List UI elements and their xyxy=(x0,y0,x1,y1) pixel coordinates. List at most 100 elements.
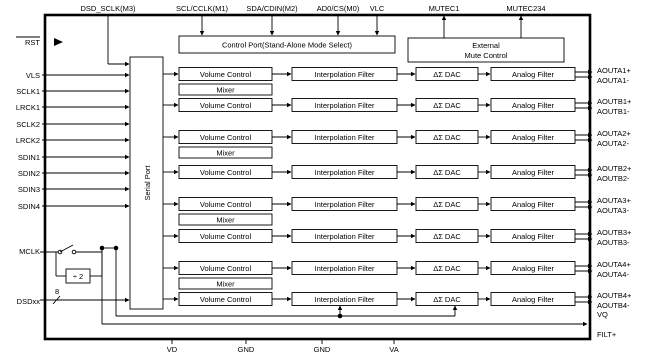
mixer-label: Mixer xyxy=(216,149,235,158)
mixer-block xyxy=(178,213,273,226)
channel-6: Volume Control Interpolation Filter ΔΣ DAC… xyxy=(163,228,632,247)
serial-port-label: Serial Port xyxy=(143,165,152,201)
control-port-label: Control Port(Stand-Alone Mode Select) xyxy=(222,41,353,50)
interpolation-filter-label: Interpolation Filter xyxy=(314,200,375,209)
pin-sclk1: SCLK1 xyxy=(16,87,40,96)
analog-filter-label: Analog Filter xyxy=(512,200,555,209)
mixer-label: Mixer xyxy=(216,280,235,289)
output-pin-plus: AOUTA2+ xyxy=(597,129,631,138)
pin-dsd-sclk: DSD_SCLK(M3) xyxy=(80,4,136,13)
volume-control-label: Volume Control xyxy=(200,133,252,142)
mixer-label: Mixer xyxy=(216,86,235,95)
interpolation-filter-label: Interpolation Filter xyxy=(314,70,375,79)
volume-control-label: Volume Control xyxy=(200,200,252,209)
output-pin-plus: AOUTB4+ xyxy=(597,291,632,300)
pin-vd: VD xyxy=(167,345,178,354)
output-pin-plus: AOUTB3+ xyxy=(597,228,632,237)
pin-dsdxx: DSDxx xyxy=(17,297,41,306)
pin-sdin3: SDIN3 xyxy=(18,185,40,194)
channel-2: Volume Control Interpolation Filter ΔΣ DAC… xyxy=(163,97,632,116)
control-port-block xyxy=(178,35,396,54)
external-mute-line2: Mute Control xyxy=(465,51,508,60)
external-mute-block xyxy=(407,37,565,63)
analog-filter-label: Analog Filter xyxy=(512,168,555,177)
output-pin-minus: AOUTA1- xyxy=(597,76,629,85)
dac-label: ΔΣ DAC xyxy=(433,133,461,142)
volume-control-label: Volume Control xyxy=(200,168,252,177)
analog-filter-block xyxy=(490,165,576,179)
mixer-block xyxy=(178,146,273,159)
pin-mutec234: MUTEC234 xyxy=(506,4,545,13)
dac-label: ΔΣ DAC xyxy=(433,168,461,177)
bus-width-label: 8 xyxy=(55,287,59,296)
volume-control-label: Volume Control xyxy=(200,295,252,304)
pin-filt-plus: FILT+ xyxy=(597,330,617,339)
pin-sclk2: SCLK2 xyxy=(16,120,40,129)
analog-filter-block xyxy=(490,98,576,112)
interpolation-filter-label: Interpolation Filter xyxy=(314,232,375,241)
channel-5: Volume Control Interpolation Filter ΔΣ DAC… xyxy=(163,196,631,226)
output-pin-minus: AOUTB3- xyxy=(597,238,630,247)
pin-ad0-cs: AD0/CS(M0) xyxy=(317,4,360,13)
interpolation-filter-label: Interpolation Filter xyxy=(314,295,375,304)
analog-filter-block xyxy=(490,67,576,81)
output-pin-plus: AOUTA1+ xyxy=(597,66,631,75)
analog-filter-label: Analog Filter xyxy=(512,101,555,110)
analog-filter-block xyxy=(490,229,576,243)
pin-vlc: VLC xyxy=(370,4,385,13)
pin-rst: RST xyxy=(25,38,40,47)
analog-filter-block xyxy=(490,261,576,275)
analog-filter-label: Analog Filter xyxy=(512,70,555,79)
output-pin-plus: AOUTB1+ xyxy=(597,97,632,106)
volume-control-label: Volume Control xyxy=(200,264,252,273)
analog-filter-label: Analog Filter xyxy=(512,264,555,273)
dac-label: ΔΣ DAC xyxy=(433,295,461,304)
pin-gnd-2: GND xyxy=(314,345,331,354)
analog-filter-label: Analog Filter xyxy=(512,133,555,142)
output-pin-minus: AOUTA4- xyxy=(597,270,629,279)
output-pin-minus: AOUTB1- xyxy=(597,107,630,116)
divide-by-2-label: ÷ 2 xyxy=(73,272,83,281)
pin-scl-cclk: SCL/CCLK(M1) xyxy=(176,4,229,13)
dac-label: ΔΣ DAC xyxy=(433,200,461,209)
volume-control-label: Volume Control xyxy=(200,70,252,79)
analog-filter-block xyxy=(490,292,576,306)
output-pin-plus: AOUTA4+ xyxy=(597,260,631,269)
mixer-block xyxy=(178,83,273,96)
volume-control-label: Volume Control xyxy=(200,232,252,241)
output-pin-minus: AOUTA3- xyxy=(597,206,629,215)
pin-vls: VLS xyxy=(26,71,40,80)
pin-va: VA xyxy=(389,345,398,354)
analog-filter-block xyxy=(490,130,576,144)
dac-label: ΔΣ DAC xyxy=(433,264,461,273)
pin-sda-cdin: SDA/CDIN(M2) xyxy=(246,4,298,13)
dac-label: ΔΣ DAC xyxy=(433,232,461,241)
analog-filter-block xyxy=(490,197,576,211)
pin-sdin4: SDIN4 xyxy=(18,202,40,211)
analog-filter-label: Analog Filter xyxy=(512,295,555,304)
output-pin-plus: AOUTA3+ xyxy=(597,196,631,205)
pin-vq: VQ xyxy=(597,310,608,319)
interpolation-filter-label: Interpolation Filter xyxy=(314,168,375,177)
dac-label: ΔΣ DAC xyxy=(433,70,461,79)
channel-7: Volume Control Interpolation Filter ΔΣ DAC… xyxy=(163,260,631,290)
output-pin-plus: AOUTB2+ xyxy=(597,164,632,173)
pin-mutec1: MUTEC1 xyxy=(429,4,460,13)
pin-sdin1: SDIN1 xyxy=(18,153,40,162)
dac-label: ΔΣ DAC xyxy=(433,101,461,110)
interpolation-filter-label: Interpolation Filter xyxy=(314,101,375,110)
mixer-block xyxy=(178,277,273,290)
pin-gnd-1: GND xyxy=(238,345,255,354)
serial-port-block xyxy=(129,56,164,310)
channel-4: Volume Control Interpolation Filter ΔΣ DAC… xyxy=(163,164,632,183)
pin-lrck2: LRCK2 xyxy=(16,136,40,145)
interpolation-filter-label: Interpolation Filter xyxy=(314,264,375,273)
output-pin-minus: AOUTA2- xyxy=(597,139,629,148)
pin-lrck1: LRCK1 xyxy=(16,103,40,112)
external-mute-line1: External xyxy=(472,41,500,50)
pin-mclk: MCLK xyxy=(19,247,40,256)
volume-control-label: Volume Control xyxy=(200,101,252,110)
channel-1: Volume Control Interpolation Filter ΔΣ DAC… xyxy=(163,66,631,96)
